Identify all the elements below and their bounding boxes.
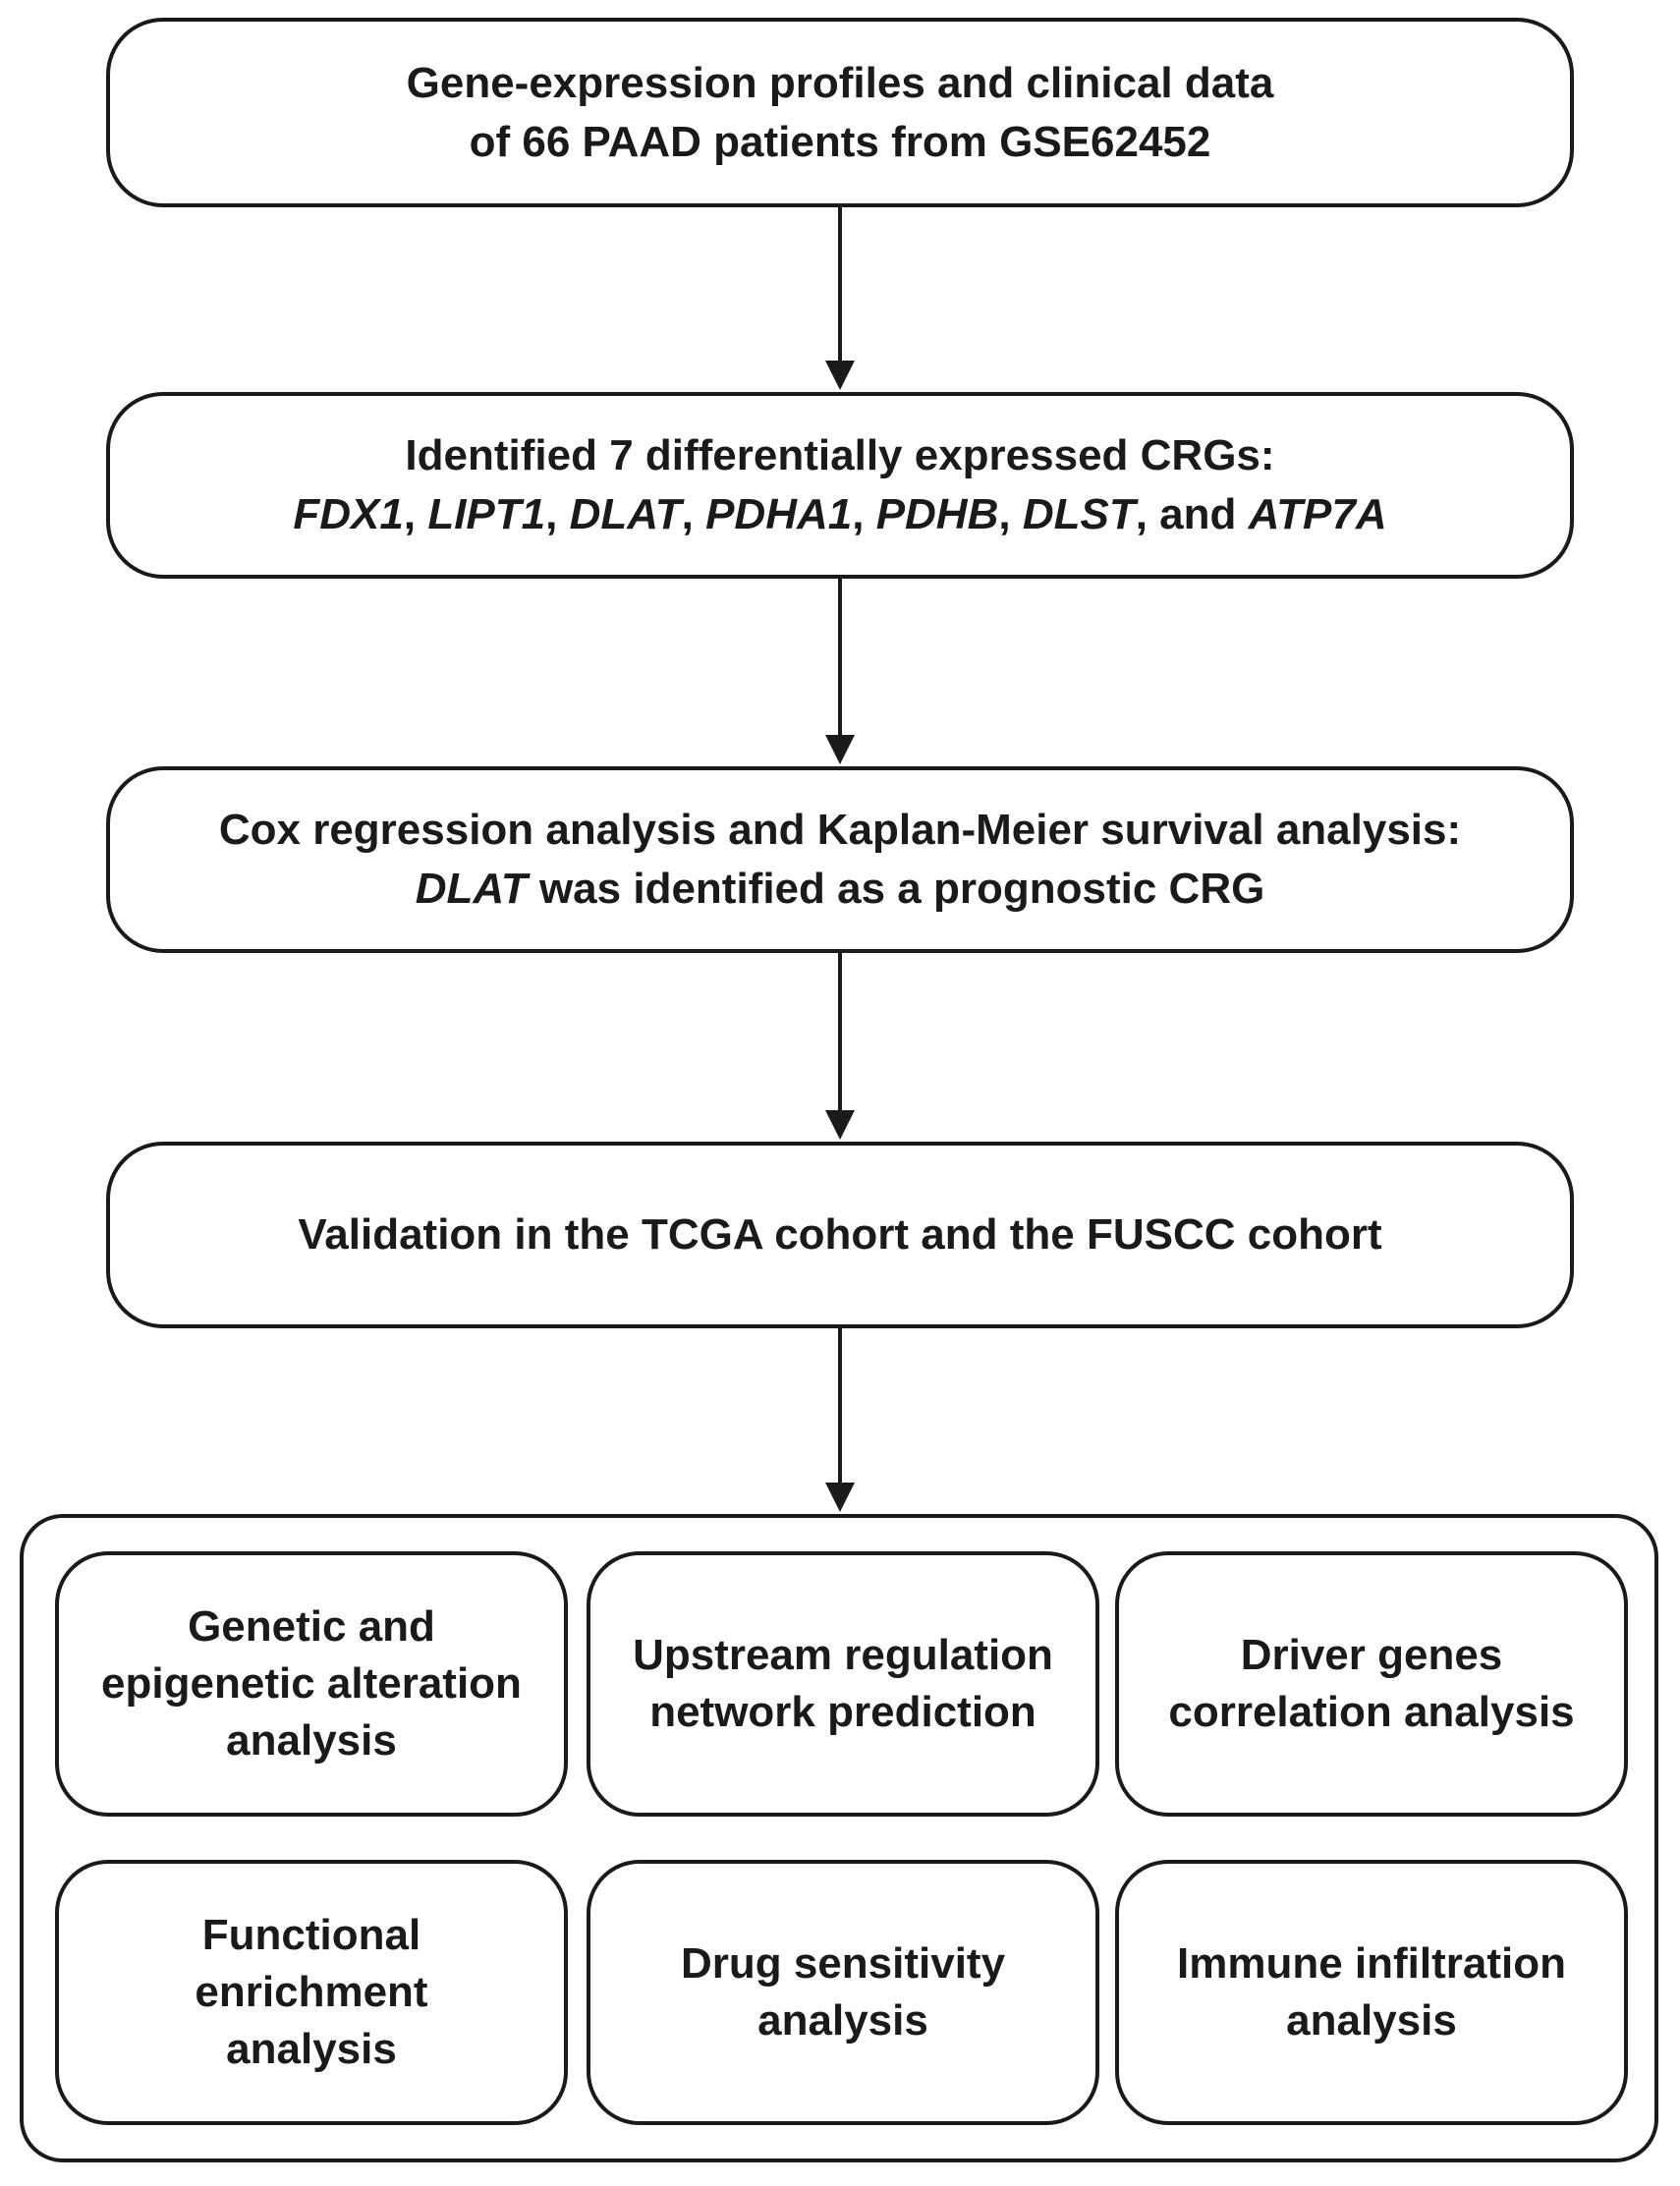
text-run: ,: [545, 490, 570, 538]
text-run: , and: [1135, 490, 1249, 538]
arrow-step2-to-step3: [825, 579, 855, 764]
step-3-prognostic-analysis-box: Cox regression analysis and Kaplan-Meier…: [106, 766, 1574, 953]
text-run: Validation in the TCGA cohort and the FU…: [298, 1210, 1382, 1259]
text-run: Cox regression analysis and Kaplan-Meier…: [218, 806, 1462, 854]
step-1-data-source-box: Gene-expression profiles and clinical da…: [106, 18, 1574, 207]
analysis-label-line: Functional: [201, 1911, 421, 1959]
arrowhead: [825, 735, 855, 764]
analysis-label-line: analysis: [757, 1996, 928, 2045]
gene-name: DLAT: [415, 865, 528, 913]
analysis-label-line: Upstream regulation: [633, 1631, 1053, 1679]
analysis-label-line: Drug sensitivity: [680, 1939, 1006, 1988]
step-4-validation-box: Validation in the TCGA cohort and the FU…: [106, 1142, 1574, 1328]
analysis-label-line: Genetic and: [188, 1602, 435, 1651]
step-text-line: of 66 PAAD patients from GSE62452: [470, 113, 1211, 172]
gene-name: PDHB: [875, 490, 999, 538]
analysis-immune-infiltration-box: Immune infiltration analysis: [1115, 1860, 1628, 2125]
analysis-functional-enrichment-box: Functional enrichment analysis: [55, 1860, 568, 2125]
gene-name: LIPT1: [427, 490, 546, 538]
analysis-label-line: network prediction: [649, 1688, 1036, 1736]
gene-name: DLST: [1022, 490, 1136, 538]
analysis-label-line: analysis: [1286, 1996, 1457, 2045]
analysis-driver-genes-box: Driver genes correlation analysis: [1115, 1551, 1628, 1817]
step-text-line: FDX1, LIPT1, DLAT, PDHA1, PDHB, DLST, an…: [293, 485, 1386, 544]
arrow-step3-to-step4: [825, 953, 855, 1140]
text-run: Identified 7 differentially expressed CR…: [405, 431, 1275, 479]
text-run: ,: [852, 490, 876, 538]
step-text-line: DLAT was identified as a prognostic CRG: [416, 860, 1265, 919]
analysis-upstream-regulation-box: Upstream regulation network prediction: [587, 1551, 1099, 1817]
text-run: of 66 PAAD patients from GSE62452: [469, 117, 1211, 166]
step-text-line: Validation in the TCGA cohort and the FU…: [298, 1205, 1381, 1264]
downstream-analyses-container: Genetic and epigenetic alteration analysis…: [20, 1514, 1658, 2162]
arrow-step1-to-step2: [825, 207, 855, 390]
arrowhead: [825, 1483, 855, 1512]
analysis-genetic-epigenetic-box: Genetic and epigenetic alteration analysis: [55, 1551, 568, 1817]
analysis-label-line: Immune infiltration: [1177, 1939, 1566, 1988]
arrowhead: [825, 1110, 855, 1140]
step-text-line: Gene-expression profiles and clinical da…: [407, 54, 1274, 113]
analysis-label-line: epigenetic alteration: [101, 1659, 522, 1708]
gene-name: ATP7A: [1248, 490, 1387, 538]
analysis-label-line: Driver genes: [1240, 1631, 1503, 1679]
analysis-label-line: enrichment: [195, 1968, 428, 2016]
text-run: ,: [403, 490, 428, 538]
step-text-line: Identified 7 differentially expressed CR…: [405, 426, 1274, 485]
text-run: Gene-expression profiles and clinical da…: [406, 58, 1274, 107]
analysis-label-line: correlation analysis: [1168, 1688, 1575, 1736]
analysis-drug-sensitivity-box: Drug sensitivity analysis: [587, 1860, 1099, 2125]
step-text-line: Cox regression analysis and Kaplan-Meier…: [219, 801, 1461, 860]
arrow-step4-to-analyses: [825, 1328, 855, 1512]
step-2-differential-expression-box: Identified 7 differentially expressed CR…: [106, 392, 1574, 579]
analysis-label-line: analysis: [226, 1716, 397, 1765]
arrowhead: [825, 361, 855, 390]
text-run: ,: [681, 490, 706, 538]
text-run: was identified as a prognostic CRG: [527, 865, 1265, 913]
gene-name: FDX1: [293, 490, 404, 538]
text-run: ,: [998, 490, 1023, 538]
gene-name: PDHA1: [705, 490, 853, 538]
gene-name: DLAT: [569, 490, 682, 538]
analysis-label-line: analysis: [226, 2025, 397, 2073]
